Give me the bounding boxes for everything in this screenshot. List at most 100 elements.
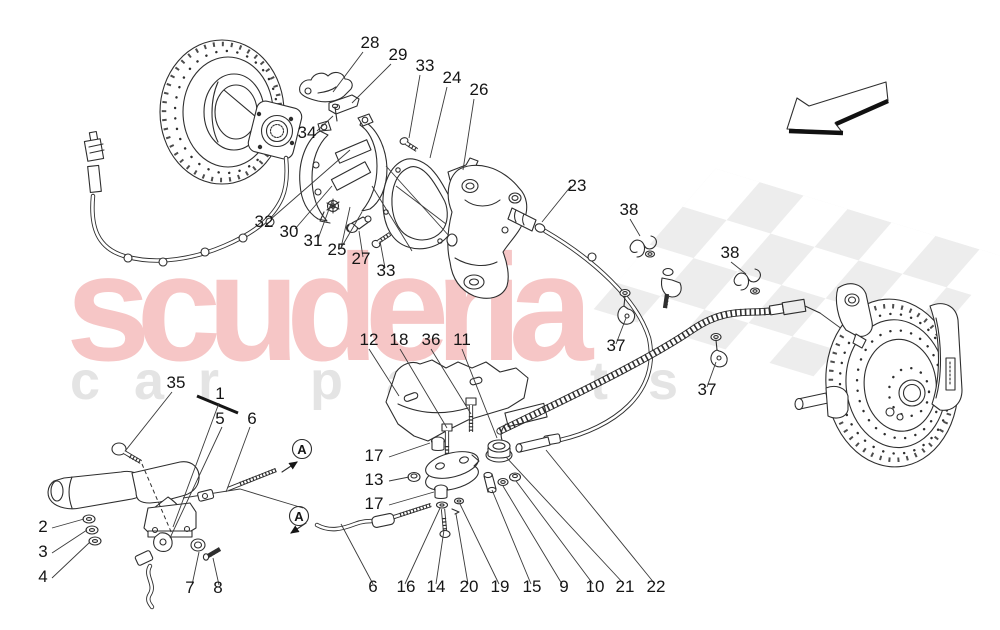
callout-11: 11 <box>453 330 471 349</box>
axle-stub <box>794 385 849 419</box>
watermark-letter: c <box>70 351 101 411</box>
watermark-letter: r <box>198 351 220 411</box>
watermark-letter: a <box>134 351 165 411</box>
equalizer-plate <box>425 451 480 491</box>
callout-36: 36 <box>422 330 441 349</box>
bolt-35 <box>111 442 143 464</box>
washer-19 <box>453 497 465 505</box>
front-cable: A A <box>182 438 432 534</box>
abs-plug <box>83 138 105 162</box>
handbrake-cable-rear <box>496 298 847 441</box>
callout-38: 38 <box>620 200 639 219</box>
callout-6: 6 <box>247 409 256 428</box>
cable-end-22 <box>515 436 551 453</box>
clip-37-left <box>617 288 636 325</box>
rear-disc-assembly <box>794 283 963 468</box>
callout-17: 17 <box>365 494 384 513</box>
callout-26: 26 <box>470 80 489 99</box>
callout-28: 28 <box>361 33 380 52</box>
shoe-lever-28 <box>299 71 353 103</box>
brake-shoe-30 <box>359 119 388 212</box>
callout-9: 9 <box>559 577 568 596</box>
callout-13: 13 <box>365 470 384 489</box>
front-disc-assembly <box>83 39 303 267</box>
grommet-21 <box>485 439 513 463</box>
screw-8 <box>202 547 222 561</box>
callout-38: 38 <box>721 243 740 262</box>
wheel-hub <box>247 100 303 160</box>
washer-16 <box>435 501 449 509</box>
handbrake-switch <box>134 532 173 610</box>
handbrake-cable-23 <box>507 207 653 449</box>
callout-20: 20 <box>460 577 479 596</box>
callout-29: 29 <box>389 45 408 64</box>
clip-37-right <box>710 332 728 368</box>
equalizer-assembly <box>385 359 551 539</box>
callout-22: 22 <box>647 577 666 596</box>
bushing-17-top <box>430 436 446 452</box>
callout-31: 31 <box>304 231 323 250</box>
callout-33: 33 <box>416 56 435 75</box>
backing-plate-24 <box>371 158 455 252</box>
return-springs-25 <box>330 139 372 191</box>
bolt-36 <box>465 397 477 432</box>
callout-19: 19 <box>491 577 510 596</box>
pin-34 <box>331 103 339 122</box>
spacer-15 <box>483 471 497 494</box>
cable-end-connector <box>768 298 847 333</box>
brake-caliper <box>929 303 963 411</box>
adjuster-star-31 <box>319 198 340 224</box>
bushing-17-bottom <box>433 484 449 500</box>
suspension-knuckle <box>446 164 528 299</box>
clip-20 <box>451 508 460 515</box>
callout-15: 15 <box>523 577 542 596</box>
callout-5: 5 <box>215 409 224 428</box>
bolt-33-upper <box>399 137 419 152</box>
washer-9 <box>497 477 509 487</box>
callout-30: 30 <box>280 222 299 241</box>
grommet-7 <box>190 538 206 552</box>
callout-8: 8 <box>213 578 222 597</box>
section-marker-a2: A <box>288 505 310 534</box>
abs-sensor-cable <box>83 130 289 267</box>
nut-10 <box>508 472 522 482</box>
callout-1: 1 <box>215 384 224 403</box>
callout-4: 4 <box>38 567 47 586</box>
brake-shoe-32 <box>299 130 329 222</box>
svg-text:A: A <box>297 442 307 457</box>
callout-25: 25 <box>328 240 347 259</box>
callout-32: 32 <box>255 212 274 231</box>
watermark-letter: s <box>648 351 679 411</box>
leader-lines <box>51 51 747 586</box>
washer-stack <box>82 514 102 546</box>
callout-23: 23 <box>568 176 587 195</box>
callout-12: 12 <box>360 330 379 349</box>
bolt-14 <box>439 508 451 539</box>
brake-shoe-kit <box>299 71 419 249</box>
callout-37: 37 <box>698 380 717 399</box>
callout-33: 33 <box>377 261 396 280</box>
callout-7: 7 <box>185 578 194 597</box>
callout-2: 2 <box>38 517 47 536</box>
mounting-bracket-12 <box>385 359 529 442</box>
callout-35: 35 <box>167 373 186 392</box>
cable-clips <box>617 235 761 368</box>
bolt-33-lower <box>371 232 392 249</box>
callout-27: 27 <box>352 249 371 268</box>
cable-spring <box>504 402 548 428</box>
callout-24: 24 <box>443 68 462 87</box>
adjuster-27 <box>345 215 372 234</box>
callout-21: 21 <box>616 577 635 596</box>
handbrake-lever-assembly <box>47 442 222 610</box>
callout-34: 34 <box>298 123 317 142</box>
watermark-letter: p <box>310 351 343 411</box>
callout-6: 6 <box>368 577 377 596</box>
direction-arrow <box>786 81 889 136</box>
nut-13 <box>407 471 421 483</box>
clip-38-right <box>733 268 761 295</box>
callout-18: 18 <box>390 330 409 349</box>
callout-37: 37 <box>607 336 626 355</box>
